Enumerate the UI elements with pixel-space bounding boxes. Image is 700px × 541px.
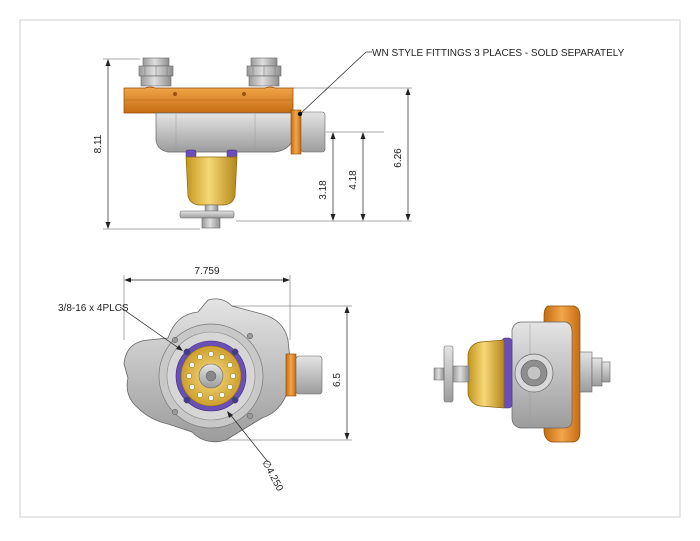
gold-canister bbox=[185, 156, 238, 206]
top-outlet-flange bbox=[285, 353, 297, 397]
bolt-pattern bbox=[171, 332, 254, 420]
dim-height-inner: 3.18 bbox=[318, 180, 329, 200]
dim-bore-diameter: ∅4.250 bbox=[259, 458, 285, 493]
pulley-flange bbox=[179, 210, 235, 219]
side-outlet-fitting bbox=[290, 109, 326, 155]
dim-height-outer: 6.26 bbox=[393, 148, 404, 168]
dim-height-mid: 4.18 bbox=[348, 170, 359, 190]
aluminum-housing bbox=[155, 112, 294, 153]
shaft bbox=[201, 217, 221, 229]
port-holes bbox=[186, 351, 236, 401]
dim-width: 7.759 bbox=[194, 266, 219, 277]
iso-pulley bbox=[443, 345, 454, 403]
left-fitting bbox=[138, 57, 174, 87]
iso-fitting bbox=[579, 351, 611, 393]
sheet-border bbox=[19, 19, 681, 518]
right-fitting bbox=[246, 57, 282, 87]
front-dimensions: 8.11 3.18 4.18 6.26 WN STYLE FITTINGS 3 … bbox=[93, 48, 625, 230]
iso-gold-canister bbox=[467, 339, 505, 409]
fittings-note: WN STYLE FITTINGS 3 PLACES - SOLD SEPARA… bbox=[372, 48, 625, 59]
top-view bbox=[123, 298, 323, 443]
iso-shaft bbox=[433, 367, 445, 381]
iso-view bbox=[433, 305, 611, 443]
dim-overall-height: 8.11 bbox=[93, 134, 104, 153]
top-outlet-fitting bbox=[295, 355, 323, 395]
dim-depth: 6.5 bbox=[332, 373, 343, 387]
thread-note: 3/8-16 x 4PLCS bbox=[58, 303, 129, 314]
front-view bbox=[123, 57, 326, 229]
